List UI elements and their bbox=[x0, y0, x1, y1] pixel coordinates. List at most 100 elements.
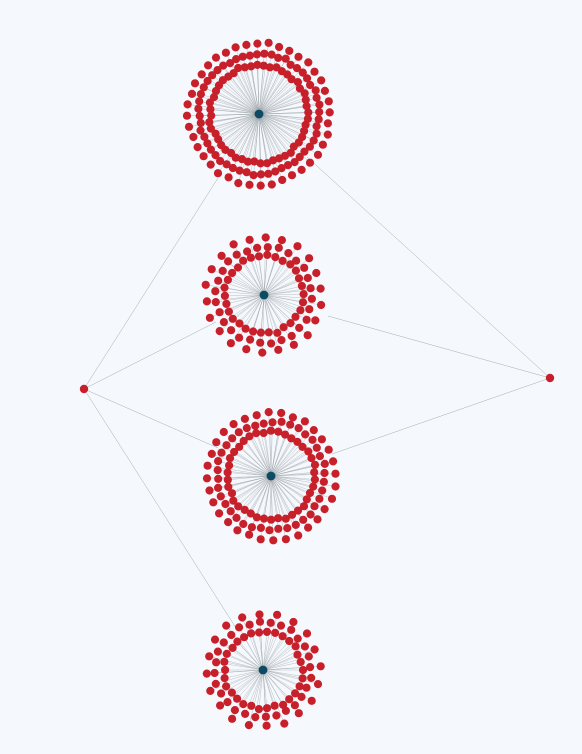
cluster-3-spoke bbox=[270, 446, 303, 477]
cluster-4-leaf-node bbox=[255, 617, 265, 626]
cluster-3-spoke bbox=[249, 436, 272, 477]
cluster-1-leaf-node bbox=[267, 50, 276, 59]
cluster-2-leaf-node bbox=[253, 243, 262, 252]
cluster-3-spoke bbox=[263, 432, 272, 477]
cluster-4-leaf-node bbox=[238, 613, 247, 622]
cluster-4-leaf-node bbox=[304, 652, 313, 661]
cluster-1-leaf-node bbox=[278, 175, 287, 185]
cluster-4-leaf-node bbox=[276, 621, 286, 630]
cluster-1-leaf-node bbox=[286, 60, 295, 69]
cluster-2-spoke bbox=[263, 270, 297, 296]
cluster-2-leaf-node bbox=[305, 305, 314, 314]
cluster-1-leaf-node bbox=[240, 63, 249, 72]
cluster-2-spoke bbox=[263, 260, 283, 296]
cluster-3-leaf-node bbox=[225, 461, 234, 470]
cluster-4-spoke bbox=[262, 669, 319, 685]
cluster-3-leaf-node bbox=[233, 526, 242, 535]
cluster-1-leaf-node bbox=[206, 160, 215, 169]
cluster-3-leaf-node bbox=[259, 514, 269, 523]
cluster-4-spoke bbox=[237, 669, 264, 699]
cluster-4-leaf-node bbox=[290, 701, 299, 710]
cluster-2-leaf-node bbox=[229, 240, 238, 249]
cluster-1-leaf-node bbox=[264, 38, 273, 47]
cluster-4-spoke bbox=[231, 669, 264, 693]
cluster-4-leaf-node bbox=[273, 610, 282, 619]
cluster-2-leaf-node bbox=[306, 284, 315, 293]
cluster-1-spoke bbox=[233, 73, 260, 115]
cluster-3-spoke bbox=[211, 453, 272, 477]
cluster-3-leaf-node bbox=[288, 413, 297, 422]
cluster-2-leaf-node bbox=[224, 257, 233, 266]
cluster-1-leaf-node bbox=[323, 119, 332, 128]
cluster-3-leaf-node bbox=[216, 492, 225, 501]
cluster-4-leaf-node bbox=[228, 643, 237, 653]
cluster-2-leaf-node bbox=[246, 253, 255, 262]
cluster-4-leaf-node bbox=[310, 645, 319, 654]
cluster-1-leaf-node bbox=[309, 136, 318, 145]
cluster-4-spoke bbox=[224, 669, 264, 679]
cluster-3-leaf-node bbox=[222, 441, 231, 450]
edge-right-node-to-cluster-2 bbox=[327, 315, 551, 379]
cluster-4-leaf-node bbox=[228, 714, 237, 723]
cluster-2-leaf-node bbox=[317, 300, 326, 310]
cluster-4-leaf-node bbox=[302, 629, 312, 638]
cluster-1-spoke bbox=[241, 113, 260, 160]
cluster-3-leaf-node bbox=[252, 411, 261, 420]
cluster-1-leaf-node bbox=[242, 40, 251, 50]
cluster-2-spoke bbox=[263, 294, 291, 324]
cluster-1-leaf-node bbox=[267, 180, 276, 189]
edge-right-node-to-cluster-3 bbox=[331, 377, 551, 455]
cluster-2-leaf-node bbox=[217, 251, 226, 260]
cluster-4-spoke bbox=[251, 669, 264, 706]
cluster-3-leaf-node bbox=[315, 452, 324, 461]
cluster-3-leaf-node bbox=[221, 499, 230, 509]
cluster-2-leaf-node bbox=[243, 247, 252, 256]
cluster-3-leaf-node bbox=[304, 523, 313, 532]
cluster-3-leaf-node bbox=[304, 447, 313, 456]
cluster-1-leaf-node bbox=[320, 86, 329, 95]
cluster-1-leaf-node bbox=[256, 159, 265, 168]
cluster-4-spoke bbox=[209, 656, 264, 671]
cluster-4-leaf-node bbox=[255, 610, 264, 619]
cluster-2-leaf-node bbox=[256, 338, 265, 347]
cluster-2-leaf-node bbox=[256, 328, 265, 337]
cluster-4-spoke bbox=[262, 669, 300, 687]
cluster-3-leaf-node bbox=[246, 509, 255, 518]
cluster-1-leaf-node bbox=[293, 78, 302, 87]
cluster-2-spoke bbox=[226, 294, 265, 305]
cluster-1-leaf-node bbox=[228, 163, 237, 173]
cluster-3-leaf-node bbox=[207, 449, 216, 458]
cluster-2-leaf-node bbox=[219, 318, 228, 327]
cluster-4-leaf-node bbox=[230, 706, 239, 715]
cluster-3-spoke bbox=[270, 475, 299, 511]
cluster-1-leaf-node bbox=[310, 67, 319, 76]
cluster-3-leaf-node bbox=[214, 457, 223, 466]
cluster-1-leaf-node bbox=[234, 63, 243, 73]
cluster-4-spoke bbox=[226, 653, 264, 671]
cluster-1-leaf-node bbox=[224, 173, 233, 182]
cluster-4-leaf-node bbox=[297, 692, 306, 702]
cluster-2-spoke bbox=[227, 279, 265, 296]
cluster-3-spoke bbox=[229, 457, 272, 477]
cluster-1-spoke bbox=[258, 93, 305, 115]
cluster-3-leaf-node bbox=[307, 454, 316, 463]
cluster-1-spoke bbox=[218, 113, 260, 140]
cluster-1-leaf-node bbox=[211, 151, 220, 160]
leaves-layer bbox=[182, 38, 340, 730]
cluster-1-leaf-node bbox=[290, 158, 299, 167]
cluster-2-leaf-node bbox=[274, 345, 283, 354]
cluster-3-spoke bbox=[243, 440, 272, 477]
cluster-3-leaf-node bbox=[299, 515, 308, 524]
cluster-3-leaf-node bbox=[259, 428, 268, 438]
cluster-4-leaf-node bbox=[222, 649, 231, 659]
cluster-2-spoke bbox=[263, 285, 302, 296]
cluster-4-leaf-node bbox=[291, 689, 300, 698]
cluster-2-leaf-node bbox=[215, 308, 224, 317]
cluster-4-spoke bbox=[262, 669, 285, 724]
cluster-1-leaf-node bbox=[249, 171, 258, 180]
cluster-1-leaf-node bbox=[312, 93, 321, 102]
edges-layer bbox=[83, 156, 551, 629]
cluster-4-leaf-node bbox=[280, 719, 289, 728]
cluster-2-spoke bbox=[263, 258, 310, 296]
cluster-3-leaf-node bbox=[283, 524, 292, 533]
